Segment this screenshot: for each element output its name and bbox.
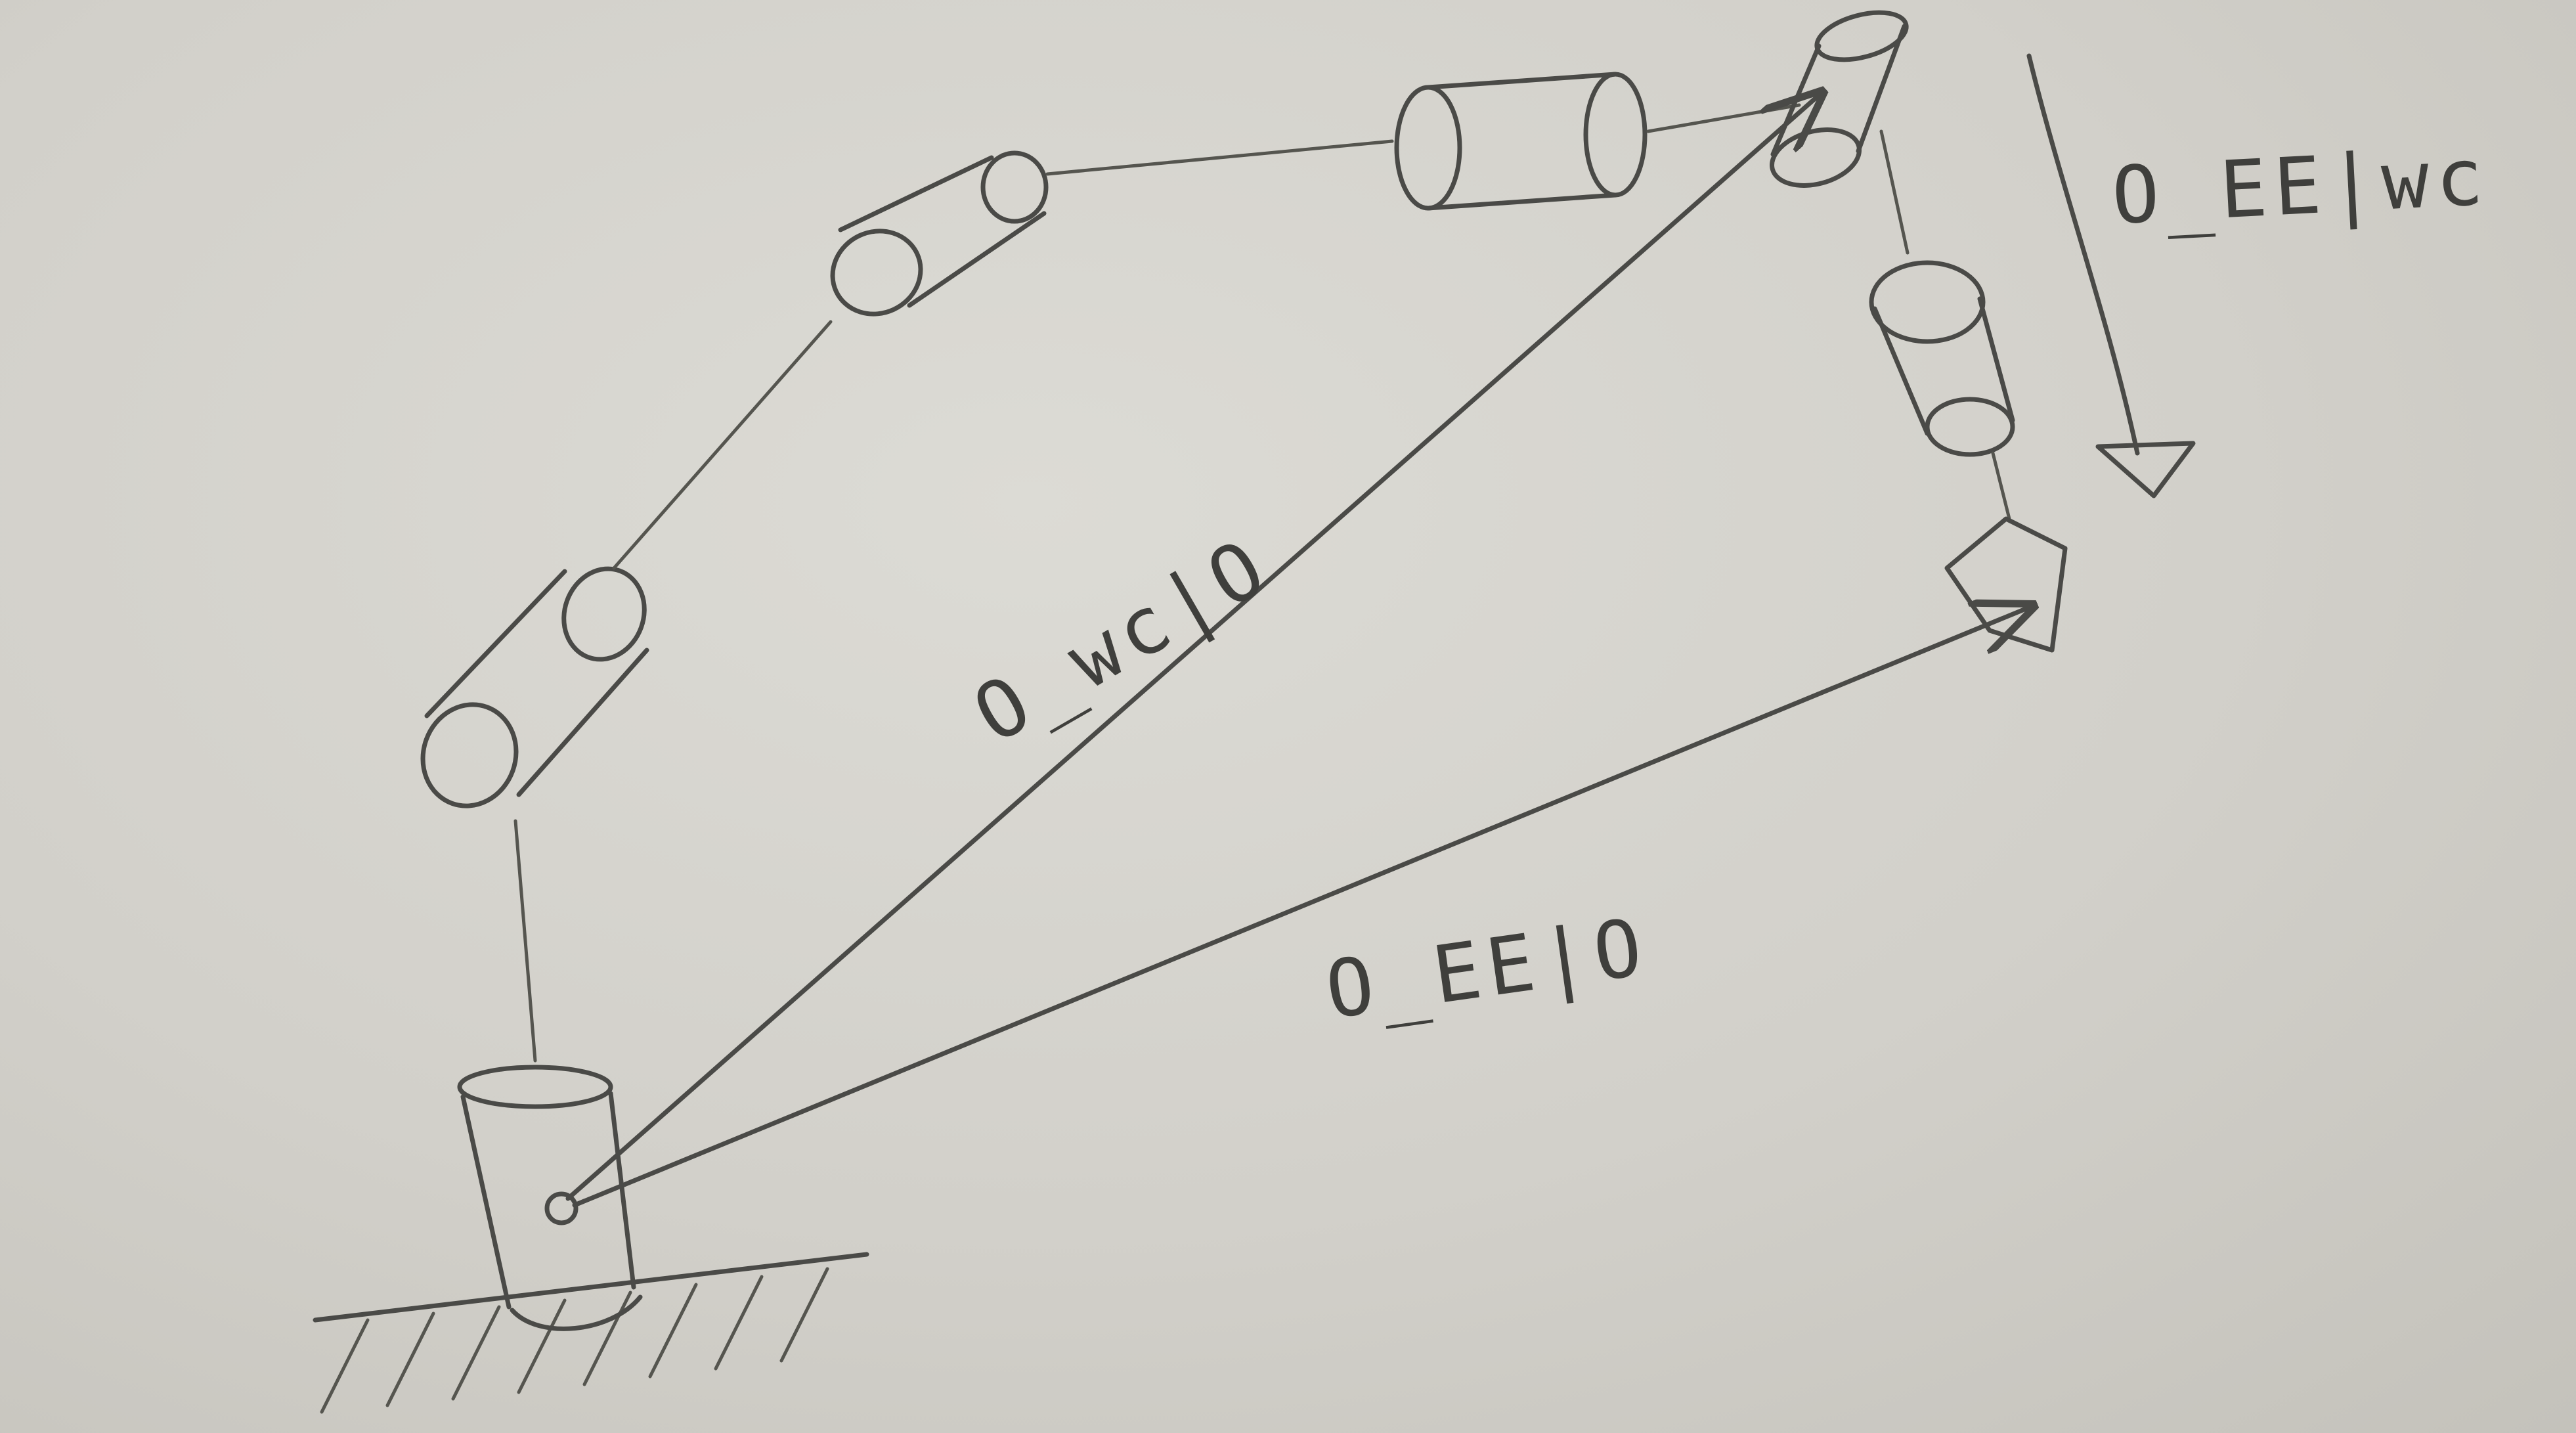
joint-1 [420, 566, 649, 808]
link-1 [513, 819, 537, 1063]
link-6 [1991, 451, 2011, 521]
ee-vector-arrow [572, 607, 2029, 1208]
joint-5 [1869, 260, 2015, 457]
end-effector [1944, 516, 2068, 653]
wc-vector-arrow [565, 95, 1819, 1201]
ground [313, 1252, 869, 1414]
ee-wc-arrowhead [2095, 441, 2196, 498]
link-2 [612, 320, 833, 570]
link-5 [1879, 129, 1910, 255]
ee-wc-vector-arrow [2026, 53, 2140, 456]
link-3 [1045, 139, 1394, 176]
base-joint [457, 1065, 643, 1331]
origin-point [544, 1191, 579, 1225]
joint-3 [1394, 72, 1648, 211]
joint-2 [830, 150, 1049, 317]
link-4 [1646, 103, 1801, 133]
